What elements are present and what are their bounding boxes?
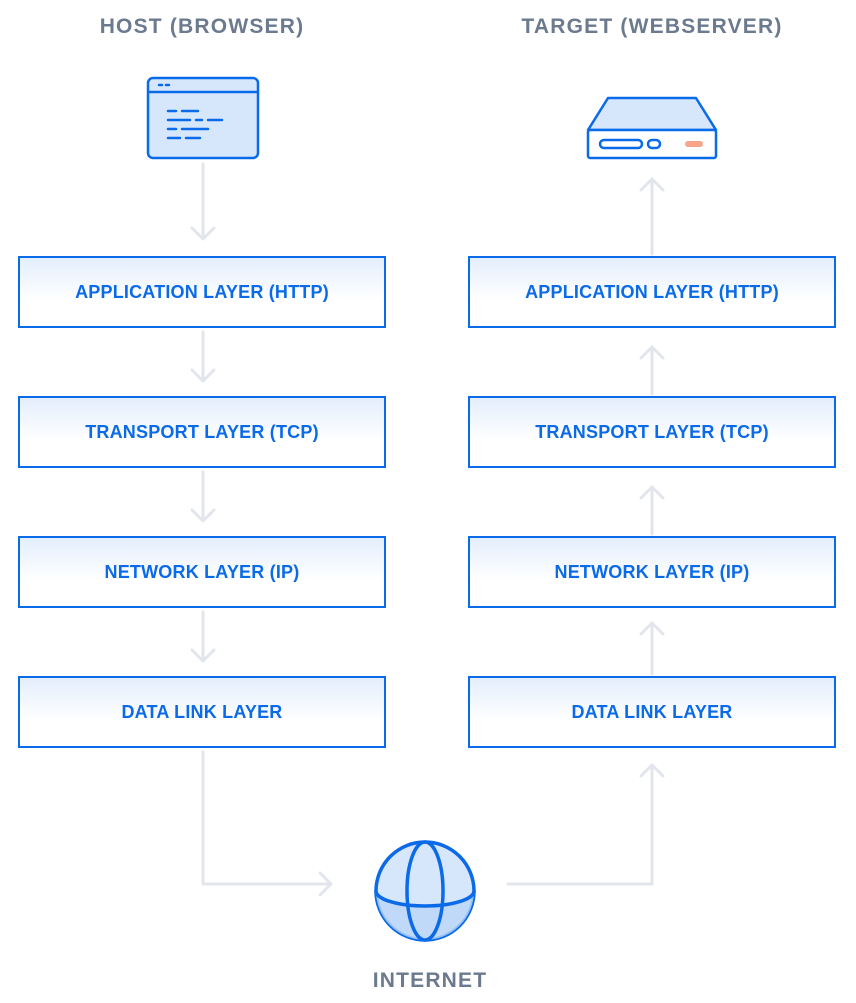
host-arrow-application-to-transport xyxy=(190,330,216,383)
host-column-title: HOST (BROWSER) xyxy=(99,15,305,38)
host-transport-layer: TRANSPORT LAYER (TCP) xyxy=(18,396,386,468)
target-arrow-datalink-to-network xyxy=(639,621,665,676)
host-application-layer-label: APPLICATION LAYER (HTTP) xyxy=(75,281,329,302)
target-network-layer: NETWORK LAYER (IP) xyxy=(468,536,836,608)
globe-icon xyxy=(370,836,480,946)
internet-label: INTERNET xyxy=(372,969,488,992)
target-transport-layer: TRANSPORT LAYER (TCP) xyxy=(468,396,836,468)
server-icon xyxy=(584,94,720,162)
host-data-link-layer: DATA LINK LAYER xyxy=(18,676,386,748)
target-arrow-transport-to-application xyxy=(639,345,665,396)
target-application-layer-label: APPLICATION LAYER (HTTP) xyxy=(525,281,779,302)
target-column-title: TARGET (WEBSERVER) xyxy=(521,15,783,38)
target-data-link-layer-label: DATA LINK LAYER xyxy=(571,701,733,722)
host-data-link-layer-label: DATA LINK LAYER xyxy=(121,701,283,722)
host-arrow-datalink-to-internet xyxy=(201,750,333,897)
target-network-layer-label: NETWORK LAYER (IP) xyxy=(554,561,750,582)
target-transport-layer-label: TRANSPORT LAYER (TCP) xyxy=(535,421,769,442)
host-application-layer: APPLICATION LAYER (HTTP) xyxy=(18,256,386,328)
host-network-layer-label: NETWORK LAYER (IP) xyxy=(104,561,300,582)
target-application-layer: APPLICATION LAYER (HTTP) xyxy=(468,256,836,328)
target-arrow-internet-to-datalink xyxy=(506,763,665,886)
target-data-link-layer: DATA LINK LAYER xyxy=(468,676,836,748)
target-arrow-application-to-server xyxy=(639,177,665,256)
browser-window-icon xyxy=(146,76,260,162)
host-network-layer: NETWORK LAYER (IP) xyxy=(18,536,386,608)
host-arrow-browser-to-application xyxy=(190,162,216,241)
host-arrow-transport-to-network xyxy=(190,470,216,523)
host-transport-layer-label: TRANSPORT LAYER (TCP) xyxy=(85,421,319,442)
host-arrow-network-to-datalink xyxy=(190,610,216,663)
target-arrow-network-to-transport xyxy=(639,485,665,536)
